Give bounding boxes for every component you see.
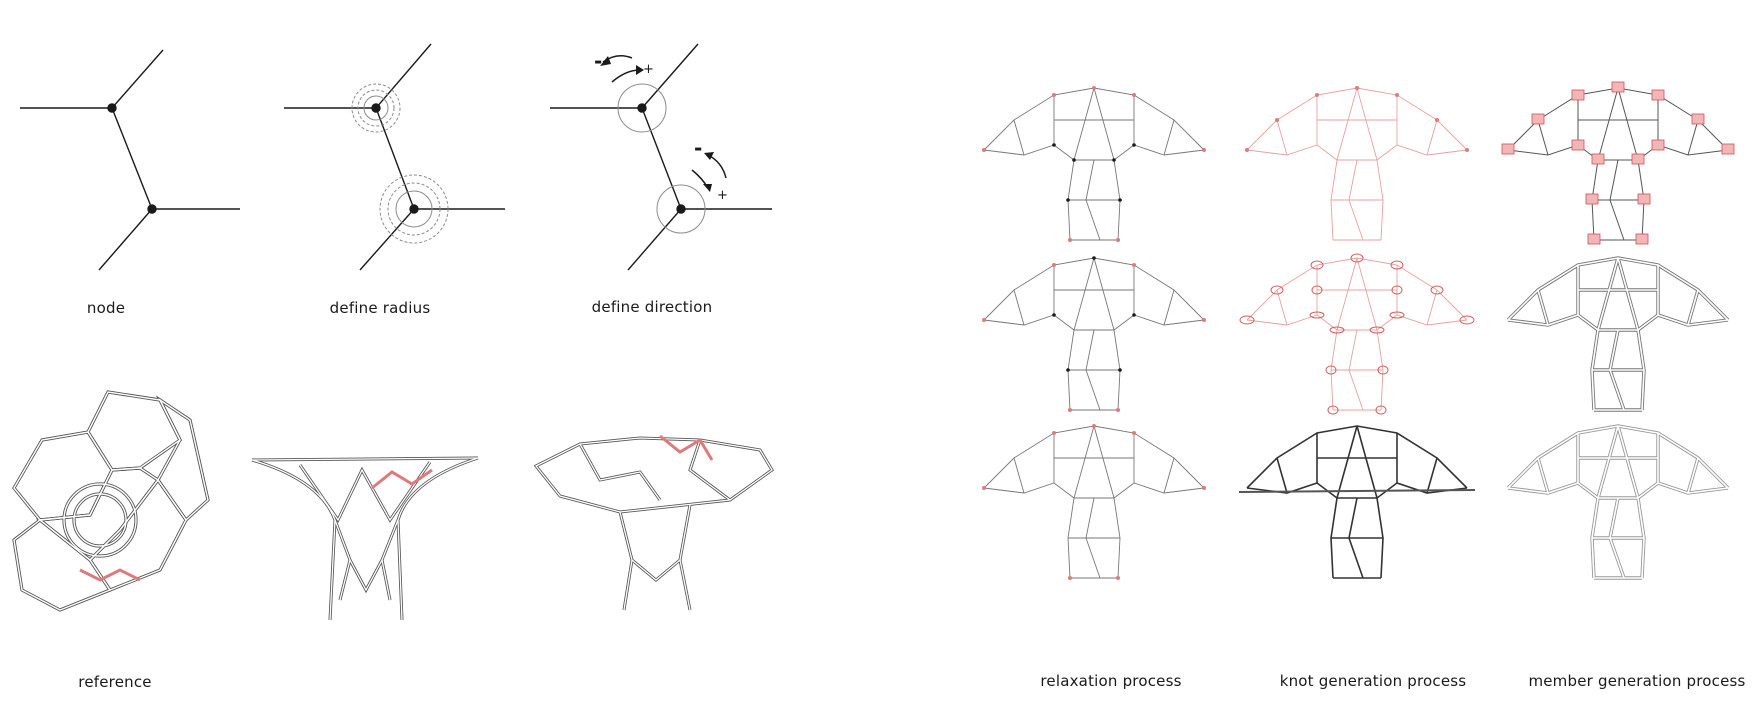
radius-rings: [351, 83, 449, 244]
reference-front-view: [251, 456, 479, 621]
define-radius-diagram: [284, 43, 505, 271]
minus-symbol: -: [694, 136, 702, 160]
label-knot-generation-process: knot generation process: [1279, 672, 1467, 690]
direction-arrows: [600, 55, 727, 192]
relaxation-process-step-3: [982, 424, 1206, 580]
plus-symbol: +: [643, 62, 654, 77]
label-relaxation-process: relaxation process: [1040, 672, 1182, 690]
label-node: node: [86, 299, 126, 317]
label-define-direction: define direction: [591, 298, 713, 316]
relaxation-process-step-2: [982, 256, 1206, 412]
highlighted-members: [659, 434, 714, 461]
node-point: [147, 204, 157, 214]
relaxation-process-step-1: [982, 86, 1206, 242]
define-direction-diagram: [550, 43, 772, 271]
member-generation-process-step-3: [1506, 424, 1730, 580]
minus-symbol: -: [594, 49, 602, 73]
knot-generation-process-step-2: [1239, 253, 1475, 415]
member-generation-process-step-2: [1506, 256, 1730, 412]
highlighted-members: [371, 468, 433, 490]
knot-generation-process-step-3: [1238, 425, 1476, 579]
node-diagram: [20, 49, 240, 271]
label-define-radius: define radius: [329, 299, 431, 317]
highlighted-members: [79, 568, 141, 582]
label-reference: reference: [78, 673, 152, 691]
node-point: [107, 103, 117, 113]
plus-symbol: +: [717, 188, 728, 203]
member-generation-process-step-1: [1501, 81, 1735, 245]
reference-top-view: [12, 390, 210, 612]
reference-perspective-view: [533, 434, 774, 611]
knot-generation-process-step-1: [1245, 86, 1469, 241]
label-member-generation-process: member generation process: [1528, 672, 1746, 690]
